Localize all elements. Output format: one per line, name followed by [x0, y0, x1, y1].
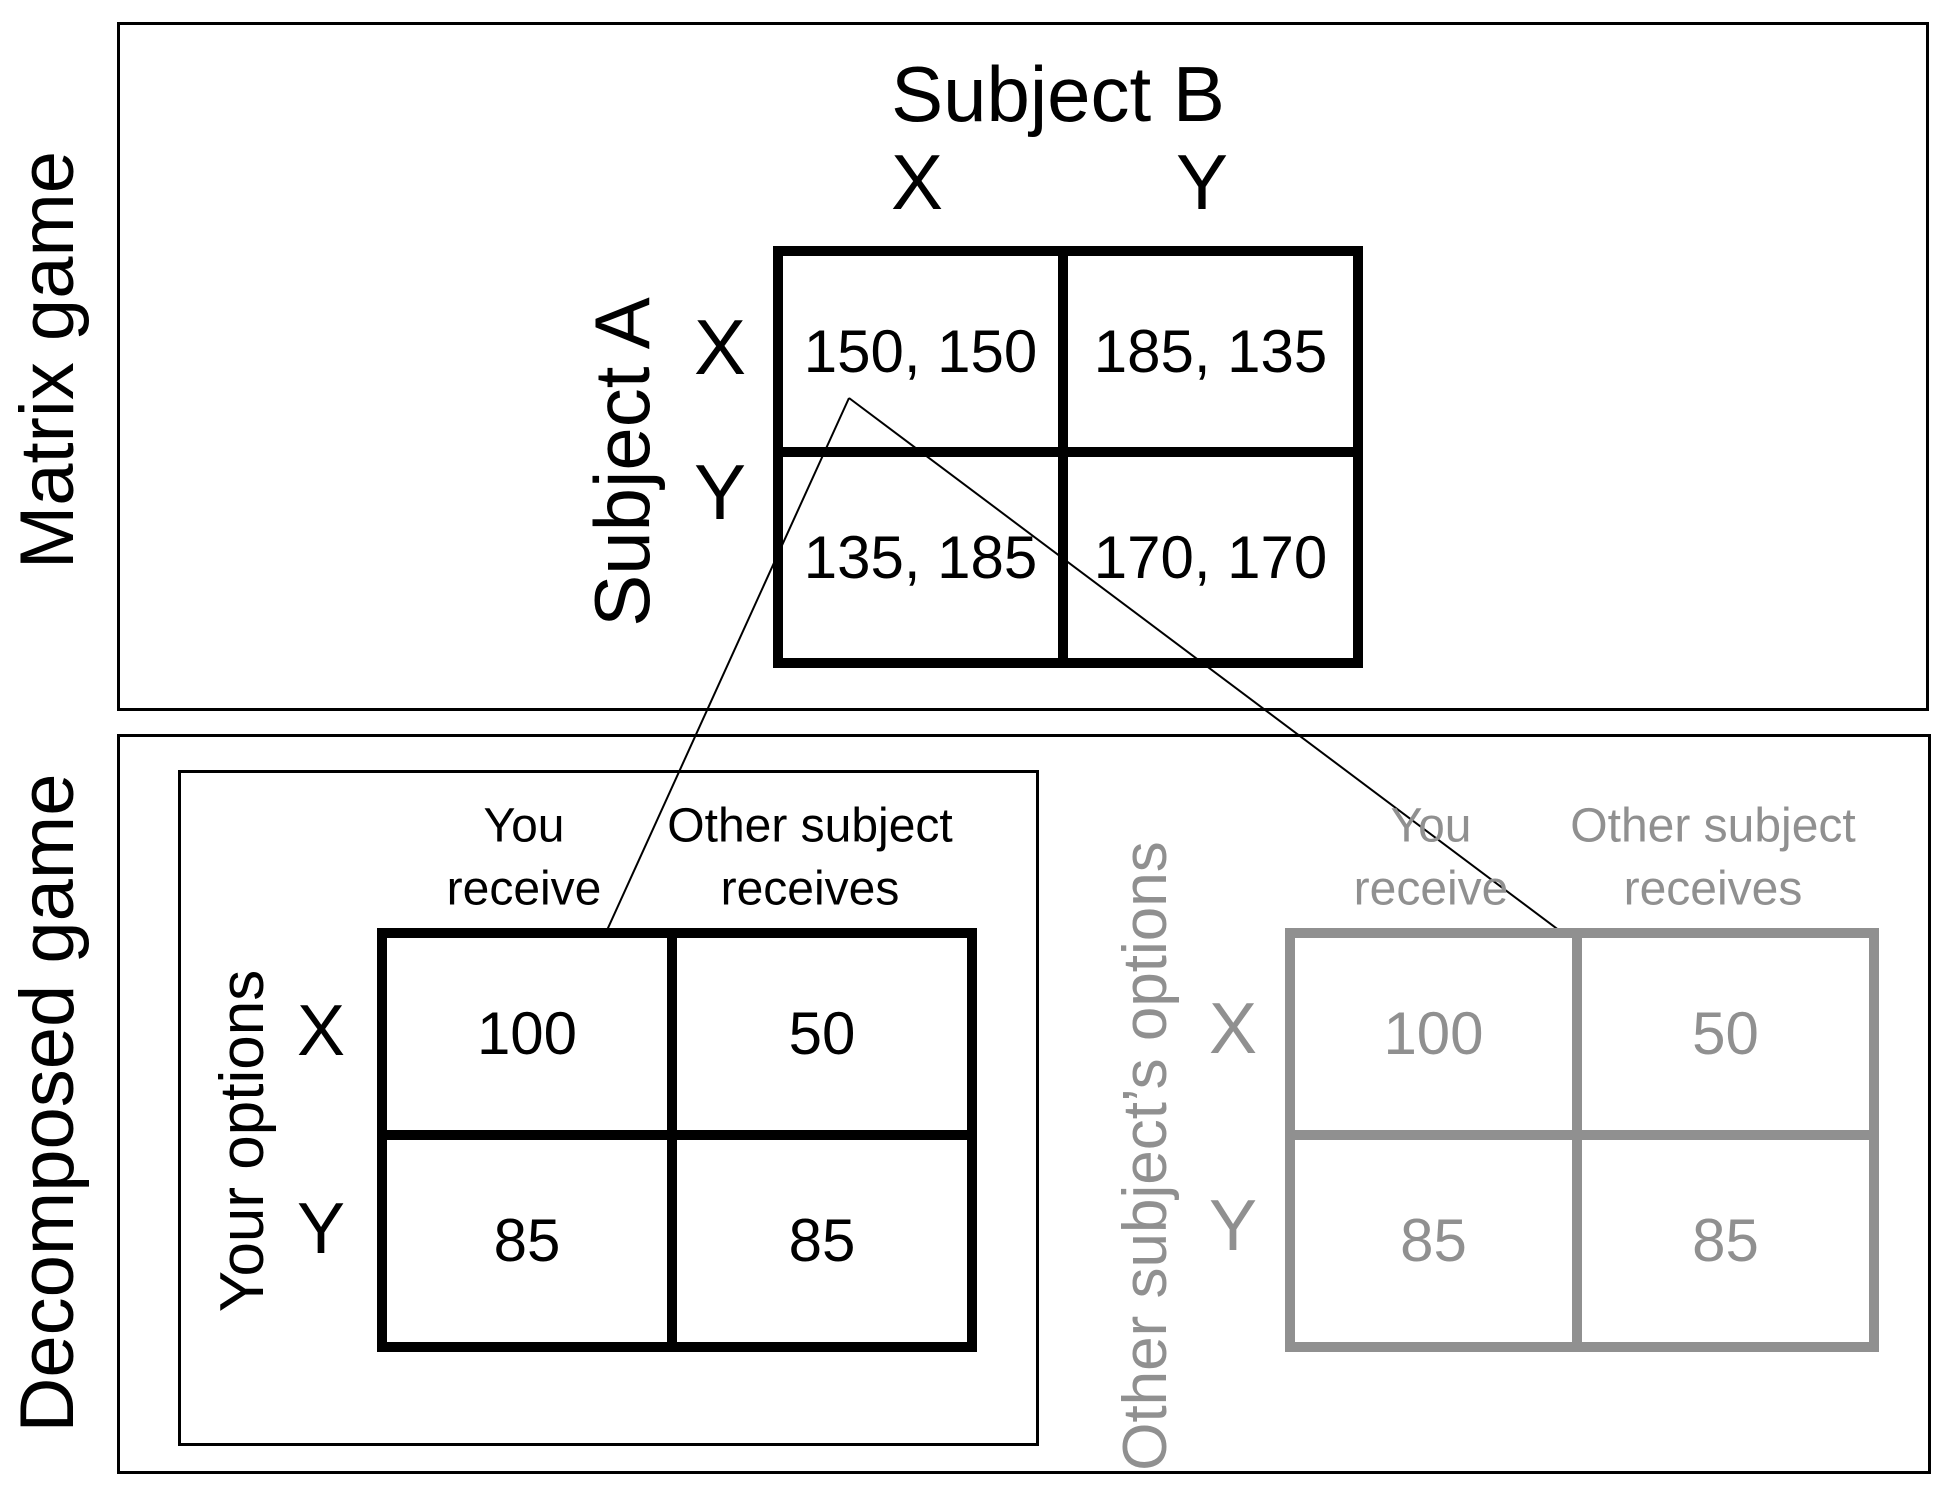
- own-cell-y-other: 85: [788, 1207, 856, 1274]
- other-cell-y-other: 85: [1692, 1207, 1759, 1274]
- matrix-row-label-x: X: [693, 303, 747, 391]
- matrix-payoff-table: 150, 150 185, 135 135, 185 170, 170: [773, 246, 1363, 668]
- other-header-other-receives-line2: receives: [1623, 863, 1803, 916]
- other-header-you-receive-line1: You: [1390, 799, 1472, 853]
- own-header-you-receive-line1: You: [483, 799, 565, 853]
- own-payoff-table: 100 50 85 85: [377, 928, 977, 1352]
- other-payoff-table: 100 50 85 85: [1285, 928, 1879, 1352]
- own-cell-x-other: 50: [677, 938, 967, 1140]
- own-header-you-receive: You receive: [447, 795, 602, 922]
- own-cell-x-you: 100: [387, 938, 677, 1140]
- own-header-other-receives: Other subject receives: [667, 795, 952, 922]
- matrix-col-label-y: Y: [1175, 138, 1229, 226]
- your-options-label: Your options: [208, 969, 277, 1313]
- own-header-other-receives-line2: receives: [720, 863, 900, 916]
- matrix-row-label-y: Y: [693, 448, 747, 536]
- matrix-col-label-x: X: [890, 138, 944, 226]
- other-header-you-receive-line2: receive: [1353, 863, 1509, 916]
- matrix-game-panel-label: Matrix game: [5, 150, 90, 570]
- matrix-cell-yx: 135, 185: [783, 457, 1068, 658]
- other-cell-x-you: 100: [1295, 938, 1582, 1140]
- own-game-box: [178, 770, 1039, 1446]
- other-header-you-receive: You receive: [1354, 795, 1509, 922]
- other-cell-x-other: 50: [1582, 938, 1869, 1140]
- decomposed-game-panel-label: Decomposed game: [5, 773, 90, 1433]
- other-subjects-options-label: Other subject’s options: [1111, 841, 1180, 1471]
- matrix-cell-xx: 150, 150: [783, 256, 1068, 457]
- matrix-cell-xy: 185, 135: [1068, 256, 1353, 457]
- matrix-cell-yy: 170, 170: [1093, 523, 1328, 591]
- own-row-label-x: X: [296, 991, 346, 1071]
- other-row-label-x: X: [1208, 989, 1258, 1069]
- subject-b-title: Subject B: [891, 50, 1225, 138]
- subject-a-label: Subject A: [578, 297, 666, 627]
- own-header-you-receive-line2: receive: [446, 863, 602, 916]
- own-row-label-y: Y: [296, 1189, 346, 1269]
- other-header-other-receives-line1: Other subject: [1570, 799, 1856, 853]
- own-cell-y-you: 85: [387, 1140, 677, 1342]
- other-cell-y-you: 85: [1295, 1140, 1582, 1342]
- other-header-other-receives: Other subject receives: [1570, 795, 1855, 922]
- other-row-label-y: Y: [1208, 1186, 1258, 1266]
- own-header-other-receives-line1: Other subject: [667, 799, 953, 853]
